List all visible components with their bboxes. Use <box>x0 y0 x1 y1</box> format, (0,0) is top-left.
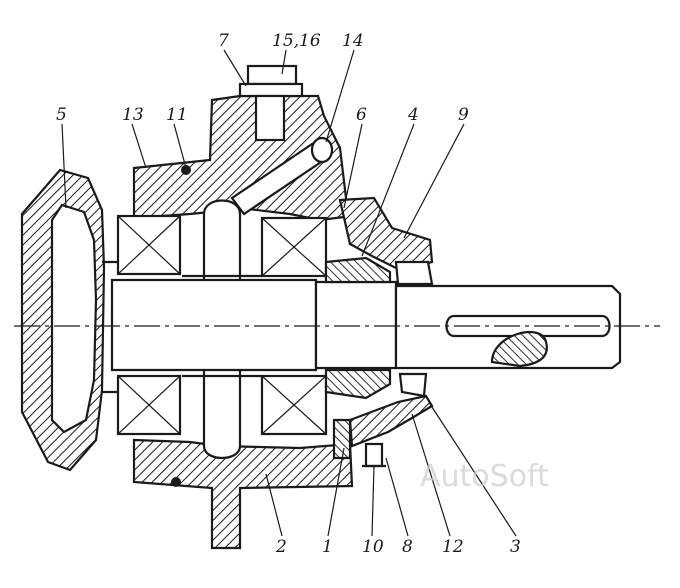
label-11: 11 <box>166 105 188 125</box>
part-labels: 7 15,16 14 5 13 11 6 4 9 2 1 10 8 12 3 <box>56 31 521 557</box>
screw <box>362 442 386 468</box>
label-9: 9 <box>458 105 469 125</box>
label-5: 5 <box>56 105 67 125</box>
o-rings <box>171 165 191 487</box>
label-3: 3 <box>510 537 521 557</box>
label-13: 13 <box>122 105 144 125</box>
leader-lines <box>61 49 517 537</box>
main-shaft <box>110 278 622 372</box>
bolt-assembly <box>230 64 334 216</box>
watermark: AutoSoft <box>420 459 549 494</box>
housing-upper <box>132 94 434 272</box>
bearing-left <box>116 214 182 436</box>
label-1: 1 <box>322 537 333 557</box>
label-8: 8 <box>402 537 413 557</box>
label-6: 6 <box>356 105 367 125</box>
label-15-16: 15,16 <box>272 31 321 51</box>
label-2: 2 <box>275 537 287 557</box>
label-12: 12 <box>442 537 464 557</box>
label-10: 10 <box>362 537 384 557</box>
label-14: 14 <box>342 31 364 51</box>
bevel-gear <box>20 168 120 472</box>
label-7: 7 <box>218 31 229 51</box>
bearing-right <box>260 216 328 436</box>
label-4: 4 <box>407 105 419 125</box>
seal-rings <box>324 256 434 460</box>
